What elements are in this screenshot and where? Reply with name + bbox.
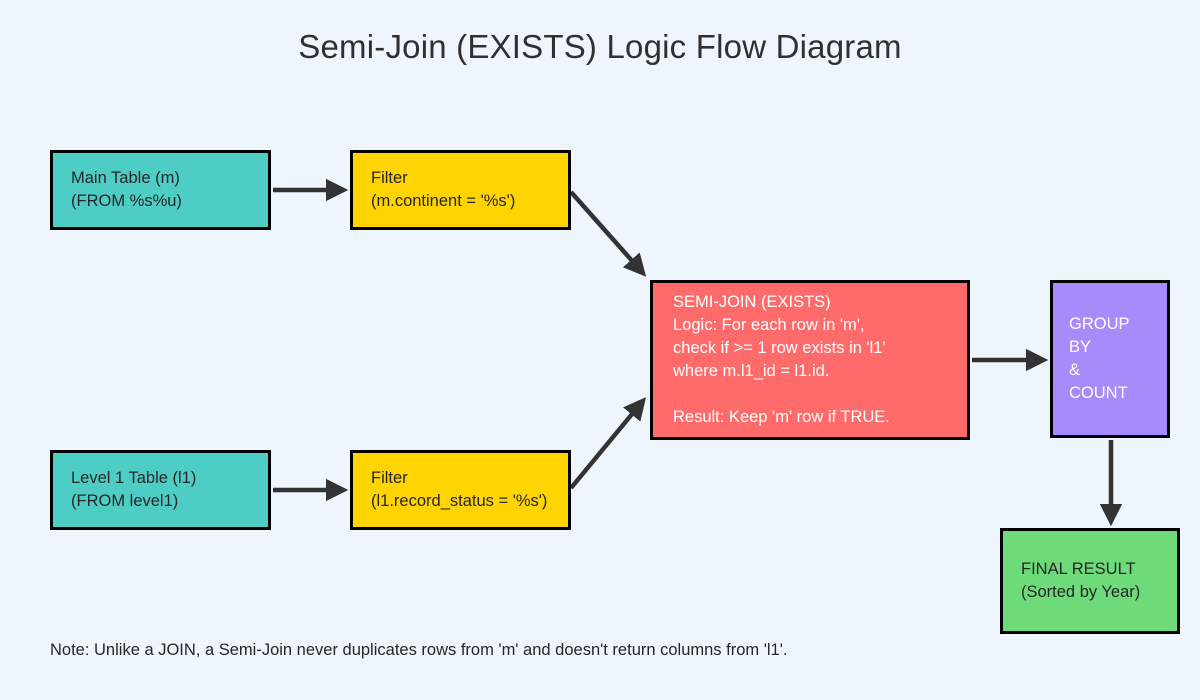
- node-main-table-label: Main Table (m) (FROM %s%u): [71, 169, 182, 210]
- footnote-note: Note: Unlike a JOIN, a Semi-Join never d…: [50, 641, 788, 659]
- page-title: Semi-Join (EXISTS) Logic Flow Diagram: [298, 28, 902, 65]
- node-final-result-label: FINAL RESULT (Sorted by Year): [1021, 560, 1141, 601]
- node-filter-level1-table[interactable]: Filter (l1.record_status = '%s'): [350, 450, 571, 530]
- node-group-by-count-label: GROUP BY & COUNT: [1069, 315, 1130, 402]
- node-group-by-count[interactable]: GROUP BY & COUNT: [1050, 280, 1170, 438]
- node-level1-table-label: Level 1 Table (l1) (FROM level1): [71, 469, 197, 510]
- node-filter-main-table[interactable]: Filter (m.continent = '%s'): [350, 150, 571, 230]
- node-filter-level1-table-label: Filter (l1.record_status = '%s'): [371, 469, 548, 510]
- node-main-table[interactable]: Main Table (m) (FROM %s%u): [50, 150, 271, 230]
- node-level1-table[interactable]: Level 1 Table (l1) (FROM level1): [50, 450, 271, 530]
- node-filter-main-table-label: Filter (m.continent = '%s'): [371, 169, 516, 210]
- edge-filter-main-to-semi-join: [569, 190, 647, 277]
- node-semi-join-exists-label: SEMI-JOIN (EXISTS) Logic: For each row i…: [673, 293, 890, 426]
- node-semi-join-exists[interactable]: SEMI-JOIN (EXISTS) Logic: For each row i…: [650, 280, 970, 440]
- node-final-result[interactable]: FINAL RESULT (Sorted by Year): [1000, 528, 1180, 634]
- edge-filter-l1-to-semi-join: [569, 397, 647, 490]
